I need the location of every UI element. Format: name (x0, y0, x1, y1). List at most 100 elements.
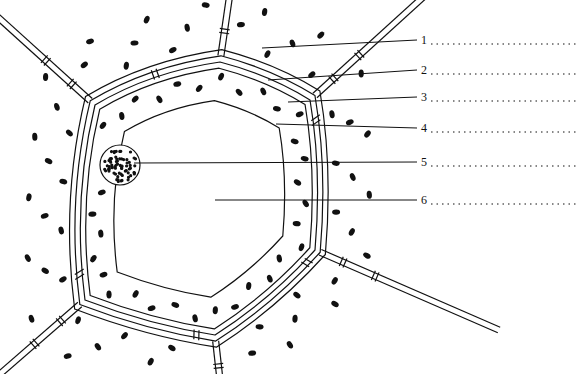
chloroplast (246, 282, 252, 291)
chloroplast (171, 301, 180, 309)
chloroplast (217, 72, 225, 81)
chromatin (115, 150, 117, 152)
chloroplast (89, 254, 98, 264)
chloroplast (65, 128, 74, 137)
plasmodesma (219, 32, 229, 33)
vacuole (114, 101, 285, 298)
chloroplast (147, 304, 156, 311)
chromatin (108, 166, 110, 168)
cell-wall (313, 0, 484, 93)
chloroplast (63, 352, 72, 359)
chloroplast (44, 157, 54, 165)
answer-blank (431, 132, 578, 133)
plasmodesma (311, 115, 319, 121)
plasmodesma (371, 271, 375, 280)
chloroplast (300, 155, 309, 162)
plasmodesma (339, 257, 343, 266)
plasmodesma (56, 318, 63, 326)
chloroplast (53, 102, 60, 111)
plasmodesma (75, 274, 84, 279)
cell-wall (224, 0, 255, 56)
chloroplast (331, 160, 340, 166)
chloroplast (329, 110, 336, 119)
chromatin (128, 168, 130, 170)
chloroplast (168, 46, 178, 55)
chromatin (117, 176, 119, 178)
leader-line (134, 162, 417, 163)
cell-wall (0, 0, 88, 103)
chloroplast (143, 15, 151, 24)
chromatin (124, 170, 126, 172)
chromatin (115, 161, 117, 163)
chloroplast (147, 357, 155, 367)
chromatin (126, 165, 128, 167)
chromatin (129, 164, 131, 166)
chromatin (121, 158, 123, 160)
chloroplast (298, 243, 305, 252)
chromatin (104, 168, 106, 170)
answer-blank (431, 101, 578, 102)
plasmodesma (305, 258, 313, 263)
chloroplast (32, 133, 38, 141)
chromatin (133, 157, 135, 159)
chloroplast (184, 23, 191, 32)
chloroplast (230, 303, 239, 310)
chloroplast (362, 251, 372, 259)
chloroplast (80, 60, 90, 69)
plasmodesma (214, 367, 224, 368)
chloroplast (212, 306, 218, 314)
chloroplast (286, 340, 295, 350)
chromatin (127, 172, 129, 174)
chloroplast (349, 172, 357, 181)
leader-line (268, 70, 417, 80)
chloroplast (292, 315, 298, 323)
chromatin (125, 170, 127, 172)
callout-number: 4 (420, 121, 428, 135)
chloroplast (330, 300, 340, 309)
chromatin (111, 151, 113, 153)
chloroplast (40, 212, 49, 220)
chromatin (130, 151, 132, 153)
answer-blank (431, 74, 578, 75)
chloroplast (295, 110, 304, 118)
answer-blank (431, 44, 578, 45)
plasmodesma (30, 341, 37, 349)
leader-line (276, 124, 417, 128)
chloroplast (119, 112, 125, 121)
chloroplast (131, 94, 140, 103)
chromatin (127, 179, 129, 181)
cell-wall (321, 249, 500, 327)
plasmodesma (41, 55, 48, 62)
chloroplast (348, 227, 356, 237)
chloroplast (85, 38, 94, 45)
chloroplast (201, 2, 210, 9)
chloroplast (26, 193, 33, 202)
cell-wall (218, 0, 249, 55)
chromatin (119, 164, 121, 166)
callout-number: 1 (420, 33, 428, 47)
answer-blank (431, 166, 578, 167)
chromatin (134, 165, 136, 167)
chloroplast (345, 118, 354, 126)
chloroplast (292, 291, 302, 300)
chromatin (109, 158, 111, 160)
chloroplast (155, 95, 163, 105)
chloroplast (195, 84, 204, 93)
plasmodesma (75, 269, 84, 274)
chloroplast (123, 61, 129, 70)
cell-walls (0, 0, 500, 374)
chromatin (120, 173, 122, 175)
plasmodesma (375, 272, 379, 281)
cell-wall (75, 56, 323, 341)
plasmodesma (343, 258, 347, 267)
plasmodesma (151, 70, 154, 79)
chloroplast (290, 138, 299, 145)
chloroplast (106, 291, 111, 299)
chloroplast (255, 324, 263, 330)
chromatin (115, 164, 117, 166)
chromatin (119, 150, 121, 152)
cell-wall (0, 0, 92, 99)
chloroplast (167, 344, 177, 353)
chloroplast (59, 178, 68, 185)
